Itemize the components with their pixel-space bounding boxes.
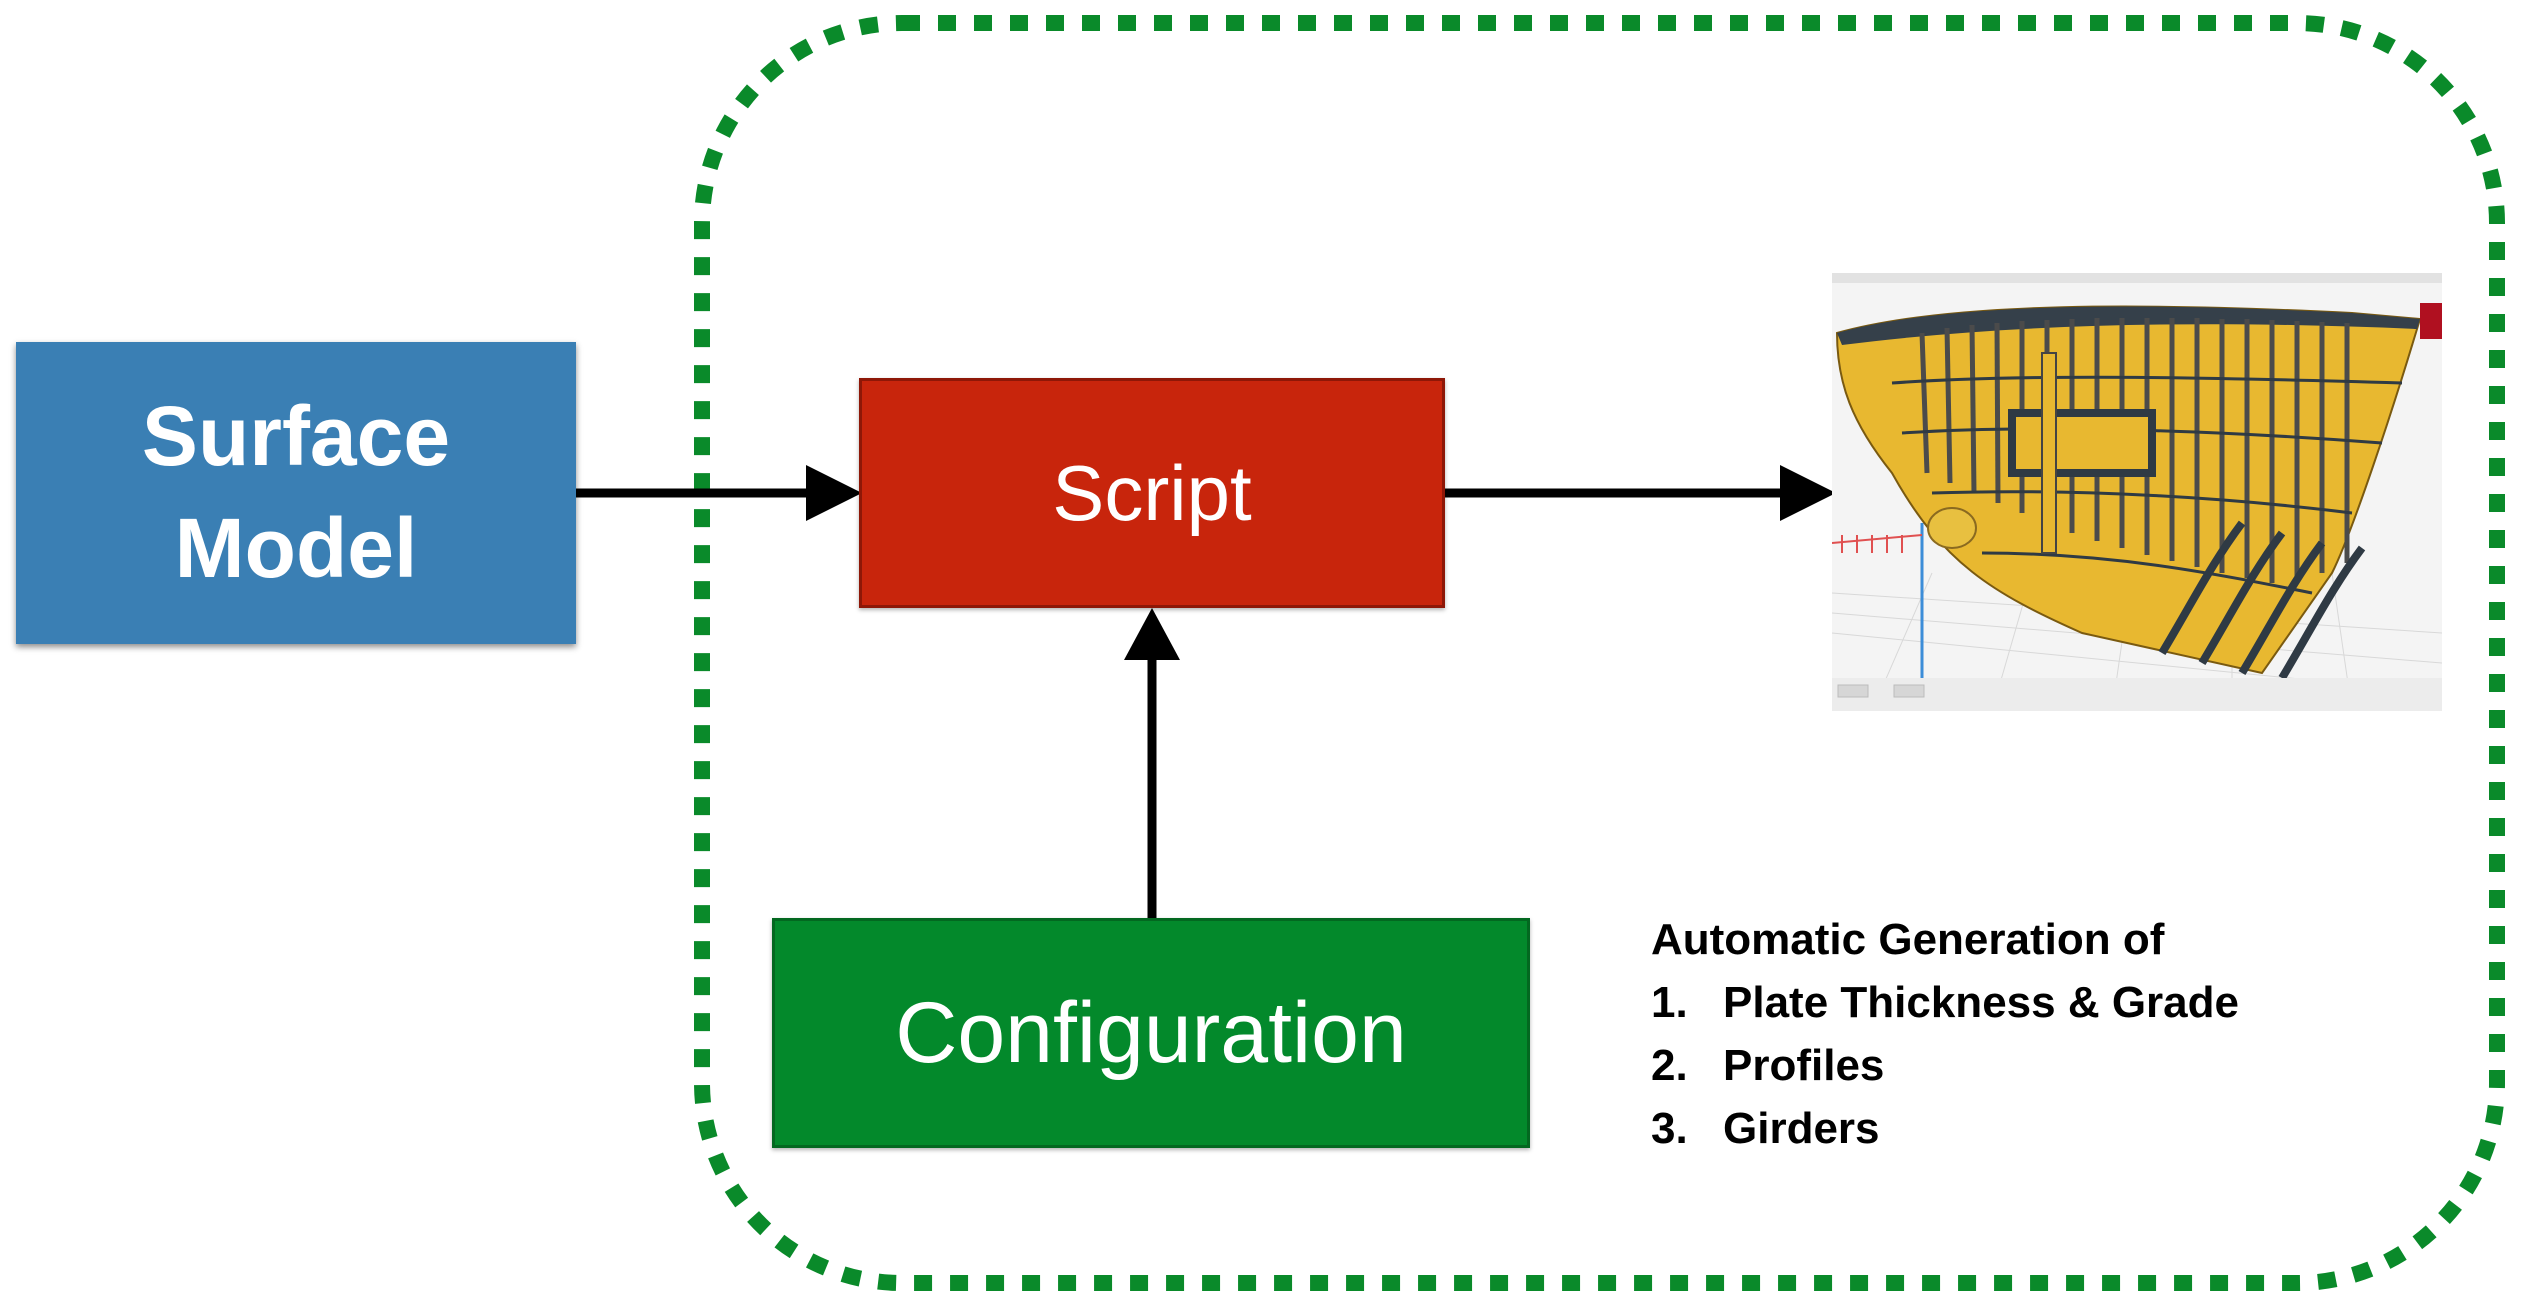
script-node: Script: [859, 378, 1445, 608]
caption-item-number: 2.: [1651, 1041, 1688, 1090]
caption-item-label: Plate Thickness & Grade: [1723, 978, 2239, 1027]
configuration-label: Configuration: [895, 984, 1407, 1081]
arrow-surface-to-script: [576, 465, 862, 521]
caption-item-number: 3.: [1651, 1104, 1688, 1153]
caption-item-number: 1.: [1651, 978, 1688, 1027]
ship-hull-model-image: [1832, 273, 2442, 711]
caption-item-label: Girders: [1723, 1104, 1880, 1153]
configuration-node: Configuration: [772, 918, 1530, 1148]
caption-item-1: 1. Plate Thickness & Grade: [1651, 971, 2431, 1034]
output-caption: Automatic Generation of 1. Plate Thickne…: [1651, 908, 2431, 1160]
caption-item-3: 3. Girders: [1651, 1097, 2431, 1160]
caption-item-label: Profiles: [1723, 1041, 1885, 1090]
surface-model-node: Surface Model: [16, 342, 576, 644]
caption-heading: Automatic Generation of: [1651, 915, 2165, 964]
caption-item-2: 2. Profiles: [1651, 1034, 2431, 1097]
script-label: Script: [1052, 448, 1252, 537]
arrow-script-to-output: [1445, 465, 1836, 521]
dashed-boundary: [694, 15, 2505, 1291]
surface-model-label: Surface Model: [141, 389, 451, 595]
arrow-config-to-script: [1124, 608, 1180, 918]
